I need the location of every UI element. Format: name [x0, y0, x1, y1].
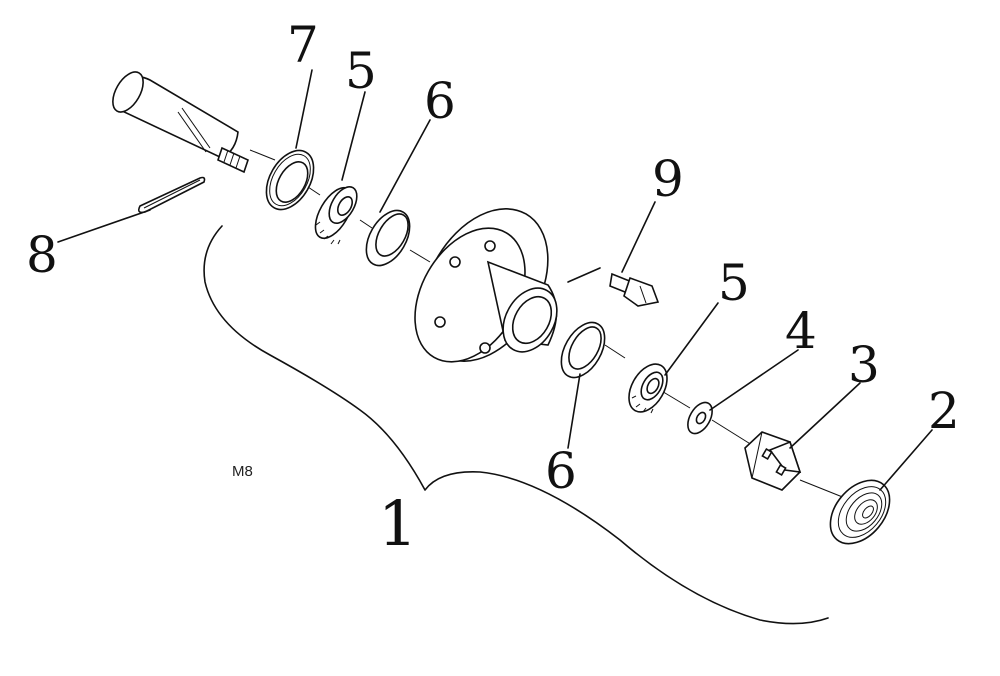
- callout-5: 5: [718, 254, 750, 312]
- inner-bearing-cone: [314, 186, 358, 245]
- callout-9: 9: [652, 150, 684, 208]
- washer: [687, 401, 713, 435]
- callout-6: 6: [424, 72, 456, 130]
- callout-6: 6: [545, 442, 577, 500]
- inner-bearing-cup: [365, 209, 411, 267]
- outer-bearing-cup: [560, 321, 606, 379]
- assembly-brace: [203, 225, 829, 625]
- drawing-code-label: M8: [232, 463, 253, 480]
- seal: [265, 149, 315, 211]
- callout-7: 7: [287, 16, 319, 74]
- leader-lines: [57, 69, 933, 491]
- outer-bearing-cone: [628, 363, 668, 414]
- grease-cap: [829, 479, 891, 545]
- hub: [414, 208, 558, 363]
- cotter-pin: [138, 176, 206, 214]
- callout-3: 3: [848, 336, 880, 394]
- spindle-axle: [112, 71, 249, 174]
- callout-5: 5: [345, 42, 377, 100]
- callout-2: 2: [928, 382, 960, 440]
- castle-nut: [744, 431, 802, 491]
- callout-1: 1: [378, 487, 417, 560]
- callout-8: 8: [26, 226, 58, 284]
- callout-4: 4: [785, 302, 817, 360]
- wheel-bolt: [609, 272, 660, 307]
